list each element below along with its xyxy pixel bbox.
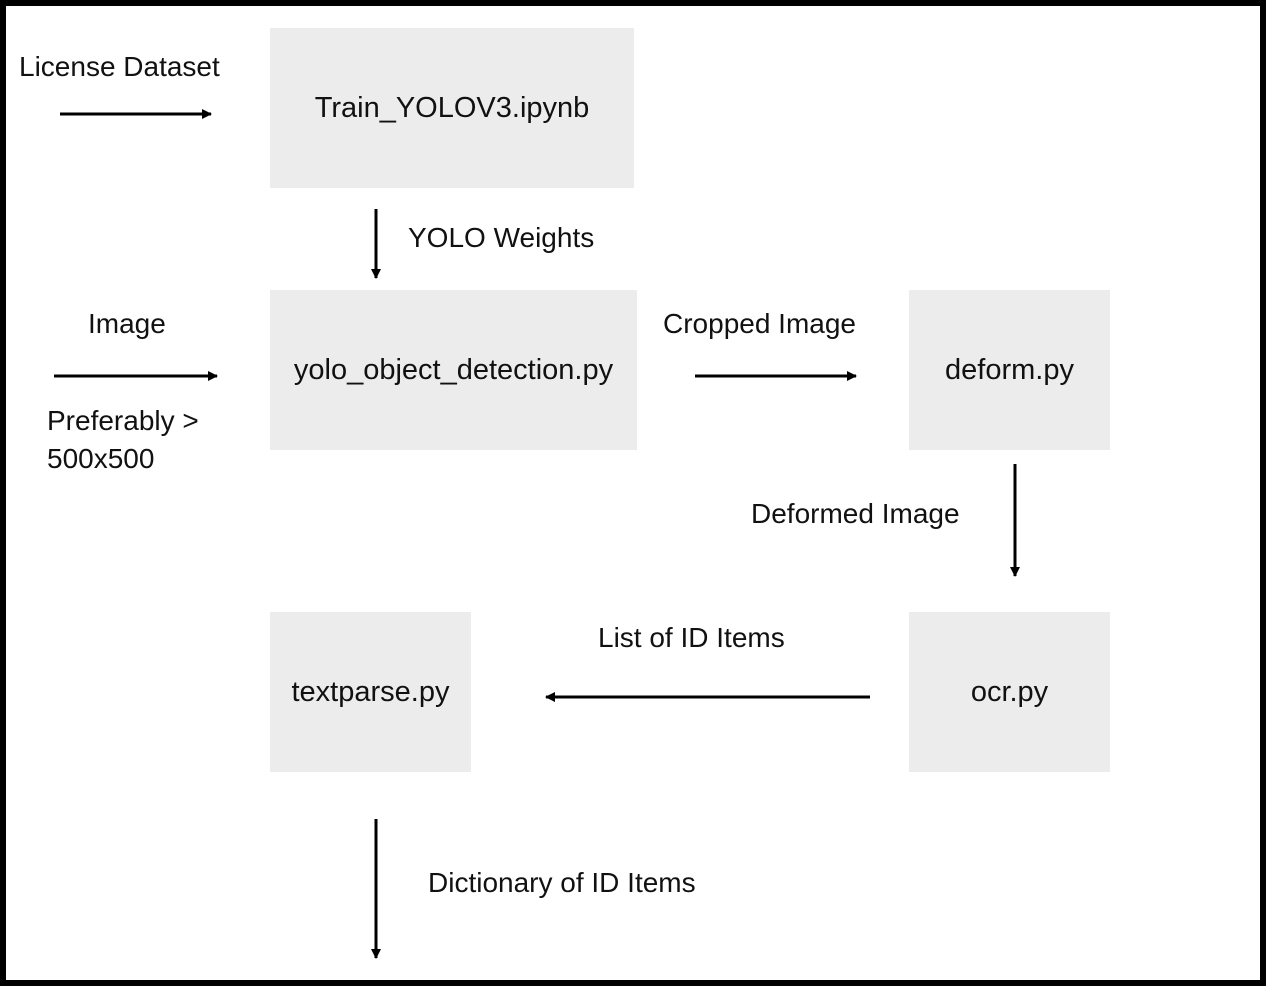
node-train-yolov3: Train_YOLOV3.ipynb [270,28,634,188]
label-preferably: Preferably > [47,405,199,436]
label-list-of-id-items: List of ID Items [598,622,785,653]
label-image: Image [88,308,166,339]
node-yolo-object-detection: yolo_object_detection.py [270,290,637,450]
node-deform: deform.py [909,290,1110,450]
label-deformed-image: Deformed Image [751,498,960,529]
label-license-dataset: License Dataset [19,51,220,82]
node-ocr: ocr.py [909,612,1110,772]
label-cropped-image: Cropped Image [663,308,857,339]
node-textparse: textparse.py [270,612,471,772]
label-resolution: 500x500 [47,443,155,474]
label-dictionary-of-id-items: Dictionary of ID Items [428,867,696,898]
label-yolo-weights: YOLO Weights [408,222,595,253]
arrows-layer [54,109,1020,959]
